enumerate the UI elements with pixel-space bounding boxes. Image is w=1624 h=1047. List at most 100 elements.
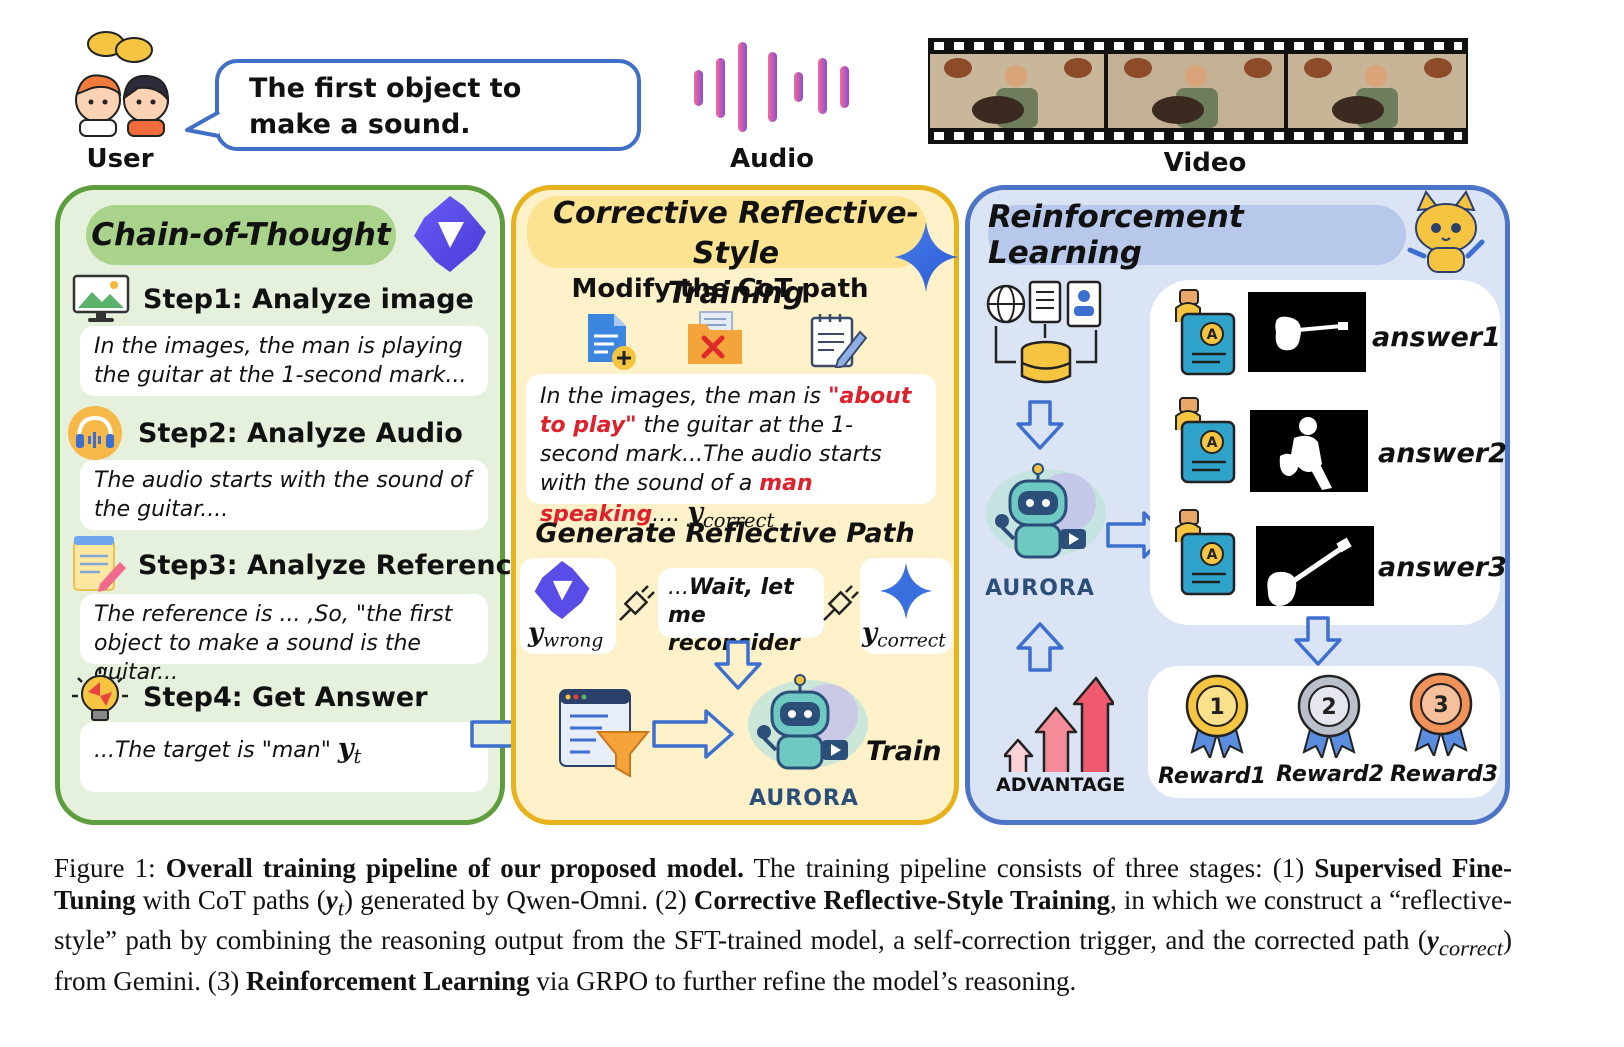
down-arrow-rewards-icon <box>1294 616 1342 666</box>
step2-text: The audio starts with the sound of the g… <box>80 460 488 530</box>
gemini-small-icon <box>880 562 932 620</box>
down-arrow-icon <box>714 640 762 690</box>
data-sources-icon <box>986 280 1102 384</box>
plug-connector-icon-right <box>823 585 859 621</box>
guitar-mask-icon <box>1275 316 1348 351</box>
query-bubble: The first object to make a sound. <box>215 59 641 151</box>
mask-image-2 <box>1250 410 1368 492</box>
corrected-highlight1: "about to play" <box>540 384 912 438</box>
step1-title: Step1: Analyze image <box>143 284 474 315</box>
answer3-label: answer3 <box>1378 552 1507 583</box>
bubble-tail <box>185 110 220 138</box>
answer-badge-icon: A <box>1175 397 1236 484</box>
train-arrow-icon <box>652 709 734 759</box>
wait-text: ...Wait, let me reconsider <box>658 568 824 656</box>
modify-title: Modify the CoT path <box>571 274 869 304</box>
bronze-medal-icon: 3 <box>1409 672 1473 756</box>
qwen-logo-icon <box>414 196 486 272</box>
edit-notebook-icon <box>810 314 868 368</box>
lightbulb-puzzle-icon <box>72 668 128 721</box>
corrected-text-part1: In the images, the man is <box>540 384 829 409</box>
medal3-number: 3 <box>1433 693 1448 718</box>
caption-fig-label: Figure 1: <box>54 853 156 883</box>
user-avatars-icon <box>75 31 170 137</box>
aurora-label-rl: AURORA <box>985 576 1095 601</box>
step4-text: ...The target is "man" <box>94 738 331 763</box>
image-monitor-icon <box>72 274 130 322</box>
video-frames-icon <box>930 42 1466 140</box>
cat-mascot-icon <box>1407 190 1485 273</box>
y-wrong-label: ywrong <box>528 618 604 652</box>
reward3-label: Reward3 <box>1390 762 1498 787</box>
answer-badge-letter: A <box>1207 327 1218 343</box>
reward2-label: Reward2 <box>1276 762 1384 787</box>
caption-text-4: , in which we construct a “reflective-st… <box>54 885 1512 956</box>
mask-image-3 <box>1256 526 1374 606</box>
audio-headphone-icon <box>68 406 122 460</box>
caption-text-1: The training pipeline consists of three … <box>743 853 1315 883</box>
audio-waveform-icon <box>694 42 849 132</box>
step4-box: ...The target is "man" yt <box>80 722 488 792</box>
aurora-robot-rl-icon <box>986 463 1106 559</box>
silver-medal-icon: 2 <box>1297 674 1361 758</box>
query-text: The first object to make a sound. <box>249 73 522 140</box>
corrected-text-part3: .... <box>652 502 681 527</box>
aurora-label-train: AURORA <box>749 786 859 811</box>
video-label: Video <box>1163 148 1247 178</box>
medal1-number: 1 <box>1209 695 1224 720</box>
cot-title: Chain-of-Thought <box>86 205 396 265</box>
gemini-star-icon <box>894 222 958 292</box>
reward1-label: Reward1 <box>1158 764 1266 789</box>
caption-bold-crs: Corrective Reflective-Style Training <box>693 885 1111 915</box>
wait-ellipsis: ... <box>668 575 689 600</box>
video-filmstrip <box>928 38 1468 144</box>
rl-title: Reinforcement Learning <box>988 199 1406 271</box>
step1-text: In the images, the man is playing the gu… <box>80 326 488 396</box>
down-arrow-rl-icon <box>1016 400 1064 450</box>
answer-badge-letter: A <box>1207 435 1218 451</box>
caption-ycorrect: ycorrect <box>1426 925 1503 961</box>
answer1-label: answer1 <box>1372 322 1501 353</box>
y-correct-card-label: ycorrect <box>862 618 946 652</box>
caption-bold-sft: Supervised Fine-Tuning <box>54 853 1512 915</box>
caption-text-5: ) from Gemini. (3) <box>54 925 1512 996</box>
plug-connector-icon-left <box>619 585 655 621</box>
corrected-highlight2: man speaking <box>540 471 813 527</box>
qwen-small-icon <box>534 561 590 619</box>
crs-title-line2: Training <box>667 276 805 311</box>
corrected-path-text: In the images, the man is "about to play… <box>526 374 936 532</box>
advantage-label: ADVANTAGE <box>996 774 1126 796</box>
answer-badge-icon: A <box>1175 509 1236 596</box>
guitar-mask-icon-3 <box>1267 537 1352 606</box>
train-label: Train <box>866 736 942 767</box>
crs-title-line1: Corrective Reflective-Style <box>553 196 919 271</box>
person-mask-icon <box>1279 417 1332 490</box>
caption-text-6: via GRPO to further refine the model’s r… <box>529 965 1077 996</box>
corrected-text-part2: the guitar at the 1-second mark...The au… <box>540 413 882 496</box>
data-filter-icon <box>559 689 650 778</box>
crs-title-bg <box>527 196 927 268</box>
caption-text-3: ) generated by Qwen-Omni. (2) <box>343 885 694 915</box>
step3-title: Step3: Analyze Reference <box>138 550 530 581</box>
notepad-pencil-icon <box>73 536 126 592</box>
caption-text-2: with CoT paths ( <box>135 885 326 915</box>
caption-bold-rl: Reinforcement Learning <box>245 965 530 996</box>
gold-medal-icon: 1 <box>1185 674 1249 758</box>
step4-var: yt <box>337 733 362 768</box>
aurora-robot-icon <box>748 674 868 770</box>
caption-bold-title: Overall training pipeline of our propose… <box>165 853 744 883</box>
audio-label: Audio <box>729 144 815 174</box>
caption-yt: yt <box>325 885 344 921</box>
step4-title: Step4: Get Answer <box>143 682 428 713</box>
user-label: User <box>86 144 154 174</box>
delete-folder-icon <box>688 311 742 364</box>
medal2-number: 2 <box>1321 695 1336 720</box>
up-arrow-rl-icon <box>1016 622 1064 672</box>
y-correct-label: ycorrect <box>687 497 775 532</box>
figure-caption: Figure 1: Overall training pipeline of o… <box>54 852 1512 997</box>
answer-badge-icon: A <box>1175 289 1236 376</box>
crs-title: Corrective Reflective-Style Training <box>520 194 952 314</box>
add-document-icon <box>588 314 636 370</box>
step3-text: The reference is ... ,So, "the first obj… <box>80 594 488 685</box>
advantage-arrows-icon <box>1004 676 1114 772</box>
